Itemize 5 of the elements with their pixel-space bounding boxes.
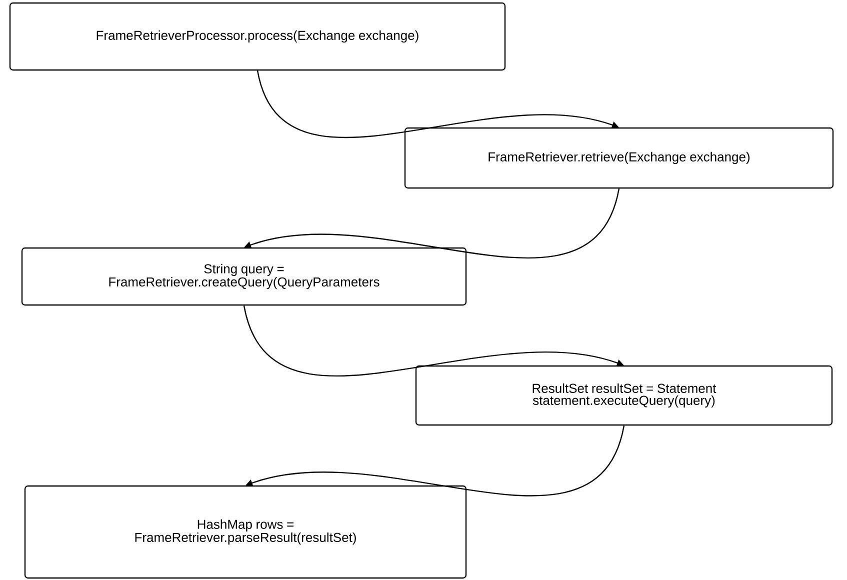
process-box: FrameRetrieverProcessor.process(Exchange exchange): [9, 2, 506, 71]
process-box: ResultSet resultSet = Statement statement.executeQuery(query): [415, 365, 833, 426]
process-box: HashMap rows = FrameRetriever.parseResult(resultSet): [24, 485, 467, 579]
process-box: FrameRetriever.retrieve(Exchange exchange): [404, 127, 834, 189]
process-box: String query = FrameRetriever.createQuery(QueryParameters: [21, 247, 467, 306]
